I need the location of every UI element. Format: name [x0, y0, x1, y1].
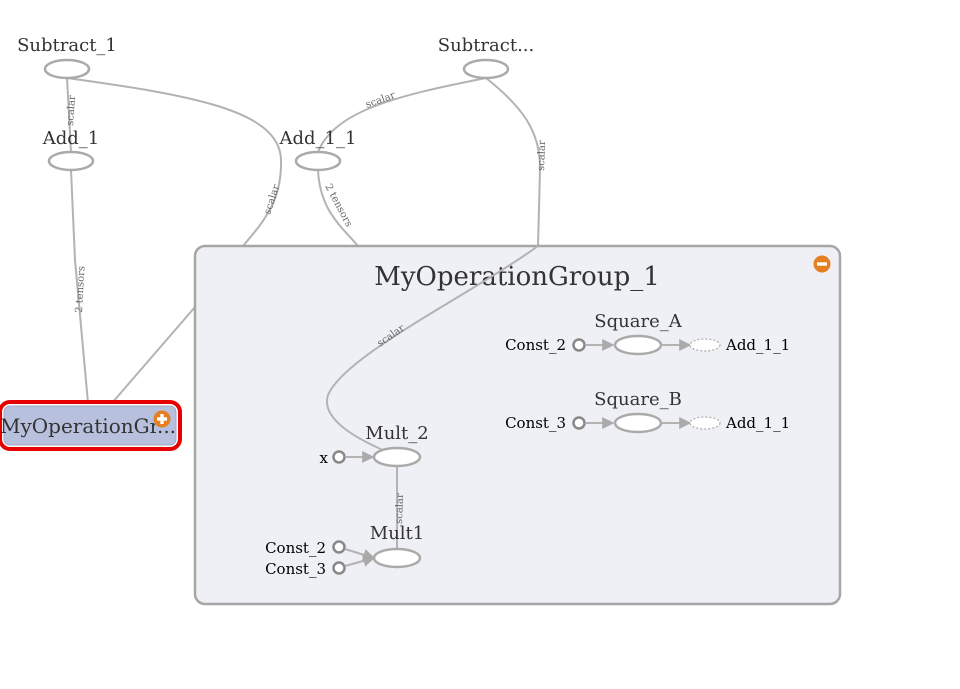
edge-label-mult2-mult1: scalar	[394, 493, 406, 524]
node-square-b-input-label: Const_3	[505, 414, 566, 432]
node-add-1[interactable]: Add_1	[42, 128, 100, 172]
collapsed-group-selection-outline	[0, 400, 182, 451]
collapsed-group[interactable]: MyOperationGr...	[0, 400, 182, 451]
node-square-a-output-ghost[interactable]	[689, 338, 721, 352]
node-square-b-title: Square_B	[594, 389, 682, 410]
node-mult1-input-label-1: Const_2	[265, 539, 326, 557]
node-mult-2-title: Mult_2	[365, 423, 428, 444]
collapsed-group-box[interactable]	[3, 405, 177, 446]
const-3-dot-mult1[interactable]	[332, 561, 346, 575]
edges-layer	[66, 77, 542, 404]
edge-subtract1-group	[66, 77, 283, 247]
node-square-a-input-label: Const_2	[505, 336, 566, 354]
edge-subtract1-add1	[66, 77, 72, 153]
plus-circle-icon[interactable]	[153, 410, 171, 428]
node-square-b-output-label: Add_1_1	[725, 414, 790, 432]
edge-subtract2-group	[485, 77, 542, 247]
node-square-b-output-ghost[interactable]	[689, 416, 721, 430]
edge-label-subtract1-add1: scalar	[65, 95, 78, 127]
expanded-group[interactable]: MyOperationGroup_1 scalar Square_A Const…	[193, 244, 842, 606]
minus-circle-icon[interactable]	[813, 255, 831, 273]
const-3-dot-b[interactable]	[572, 416, 586, 430]
collapsed-group-label: MyOperationGr...	[0, 414, 176, 438]
node-add-1-1-shape[interactable]	[294, 150, 342, 172]
node-subtract-2-label: Subtract...	[438, 35, 535, 56]
node-square-a-title: Square_A	[594, 311, 682, 332]
node-subtract-1-label: Subtract_1	[17, 35, 117, 56]
node-subtract-1-shape[interactable]	[43, 58, 91, 80]
x-dot[interactable]	[332, 450, 346, 464]
node-mult1-shape[interactable]	[372, 547, 422, 569]
node-mult1-title: Mult1	[370, 523, 424, 544]
edge-group-collapsed	[111, 306, 196, 404]
node-square-a-output-label: Add_1_1	[725, 336, 790, 354]
node-subtract-2-shape[interactable]	[462, 58, 510, 80]
const-2-dot-a[interactable]	[572, 338, 586, 352]
node-mult-2[interactable]: Mult_2 x	[320, 423, 429, 468]
edge-add11-group	[317, 169, 359, 247]
node-square-b-shape[interactable]	[613, 412, 663, 434]
node-square-a-shape[interactable]	[613, 334, 663, 356]
edge-const3-mult1	[344, 555, 376, 567]
edge-add1-collapsed	[70, 169, 89, 404]
edge-label-subtract1-group: scalar	[262, 183, 282, 216]
node-subtract-2[interactable]: Subtract...	[438, 35, 535, 80]
expanded-group-box[interactable]	[193, 244, 842, 606]
node-subtract-1[interactable]: Subtract_1	[17, 35, 117, 80]
expanded-group-title: MyOperationGroup_1	[374, 262, 660, 292]
node-square-a[interactable]: Square_A Const_2 Add_1_1	[505, 311, 790, 356]
node-mult-2-shape[interactable]	[372, 446, 422, 468]
edge-group-mult2	[325, 245, 539, 452]
node-add-1-1[interactable]: Add_1_1	[279, 128, 357, 172]
node-square-b[interactable]: Square_B Const_3 Add_1_1	[505, 389, 790, 434]
node-add-1-label: Add_1	[42, 128, 100, 149]
edge-label-subtract2-group: scalar	[536, 140, 548, 171]
node-mult1-input-label-2: Const_3	[265, 560, 326, 578]
node-add-1-shape[interactable]	[47, 150, 95, 172]
const-2-dot-mult1[interactable]	[332, 540, 346, 554]
edge-label-subtract2-add11: scalar	[364, 90, 397, 111]
edge-label-add1-collapsed: 2 tensors	[74, 266, 87, 313]
node-add-1-1-label: Add_1_1	[279, 128, 357, 149]
edge-subtract2-add11	[317, 77, 487, 153]
node-mult1[interactable]: Mult1 Const_2 Const_3	[265, 523, 424, 578]
node-mult-2-input-label: x	[320, 449, 329, 467]
